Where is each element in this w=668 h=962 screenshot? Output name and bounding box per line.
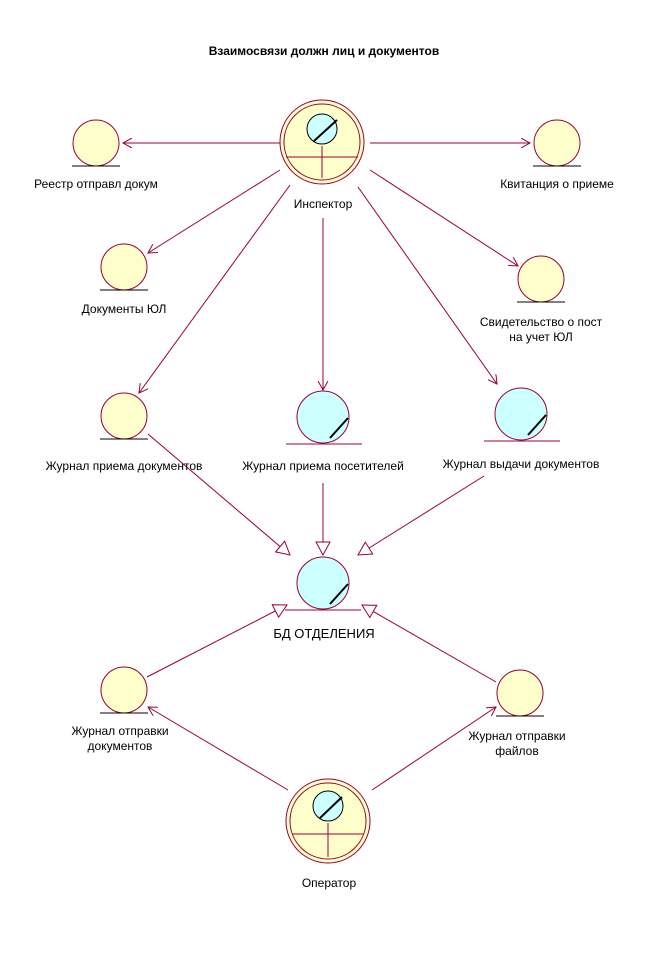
journal-send-files-label-line1: Журнал отправки xyxy=(468,729,565,743)
journal-docs-in-entity[interactable] xyxy=(100,392,148,440)
link-send-docs-db xyxy=(146,604,288,678)
journal-visitors-label: Журнал приема посетителей xyxy=(242,459,404,473)
inspector-node[interactable] xyxy=(279,99,365,185)
journal-docs-out-control[interactable] xyxy=(484,387,560,442)
link-docs-out-db xyxy=(357,475,485,556)
operator-node[interactable] xyxy=(285,778,371,864)
operator-label: Оператор xyxy=(302,876,357,890)
registry-label: Реестр отправл докум xyxy=(34,177,158,191)
journal-visitors-control[interactable] xyxy=(286,390,362,445)
docs-ul-label: Документы ЮЛ xyxy=(82,302,167,316)
journal-send-files-label-line2: файлов xyxy=(495,744,538,758)
db-control[interactable] xyxy=(285,556,361,611)
diagram-title: Взаимосвязи должн лиц и документов xyxy=(209,44,439,58)
link-operator-send-docs xyxy=(148,707,289,791)
db-label: БД ОТДЕЛЕНИЯ xyxy=(273,626,374,641)
journal-docs-out-label: Журнал выдачи документов xyxy=(443,457,600,471)
journal-send-docs-label-line2: документов xyxy=(88,739,153,753)
inspector-label: Инспектор xyxy=(294,197,353,211)
link-inspector-journal-docs-out xyxy=(357,186,497,384)
journal-send-docs-entity[interactable] xyxy=(100,666,148,714)
link-send-files-db xyxy=(361,604,497,683)
journal-send-files-entity[interactable] xyxy=(496,669,544,717)
link-inspector-journal-docs-in xyxy=(139,184,291,393)
docs-ul-entity[interactable] xyxy=(100,243,148,291)
journal-send-docs-label-line1: Журнал отправки xyxy=(71,724,168,738)
certificate-label-line1: Свидетельство о пост xyxy=(480,315,603,329)
link-operator-send-files xyxy=(371,707,496,791)
certificate-label-line2: на учет ЮЛ xyxy=(509,330,572,344)
receipt-entity[interactable] xyxy=(533,119,581,167)
registry-entity[interactable] xyxy=(72,119,120,167)
link-docs-in-db xyxy=(147,433,291,556)
link-inspector-docs-ul xyxy=(148,169,281,253)
receipt-label: Квитанция о приеме xyxy=(500,177,614,191)
link-inspector-certificate xyxy=(369,169,518,266)
journal-docs-in-label: Журнал приема документов xyxy=(46,459,203,473)
certificate-entity[interactable] xyxy=(517,255,565,303)
